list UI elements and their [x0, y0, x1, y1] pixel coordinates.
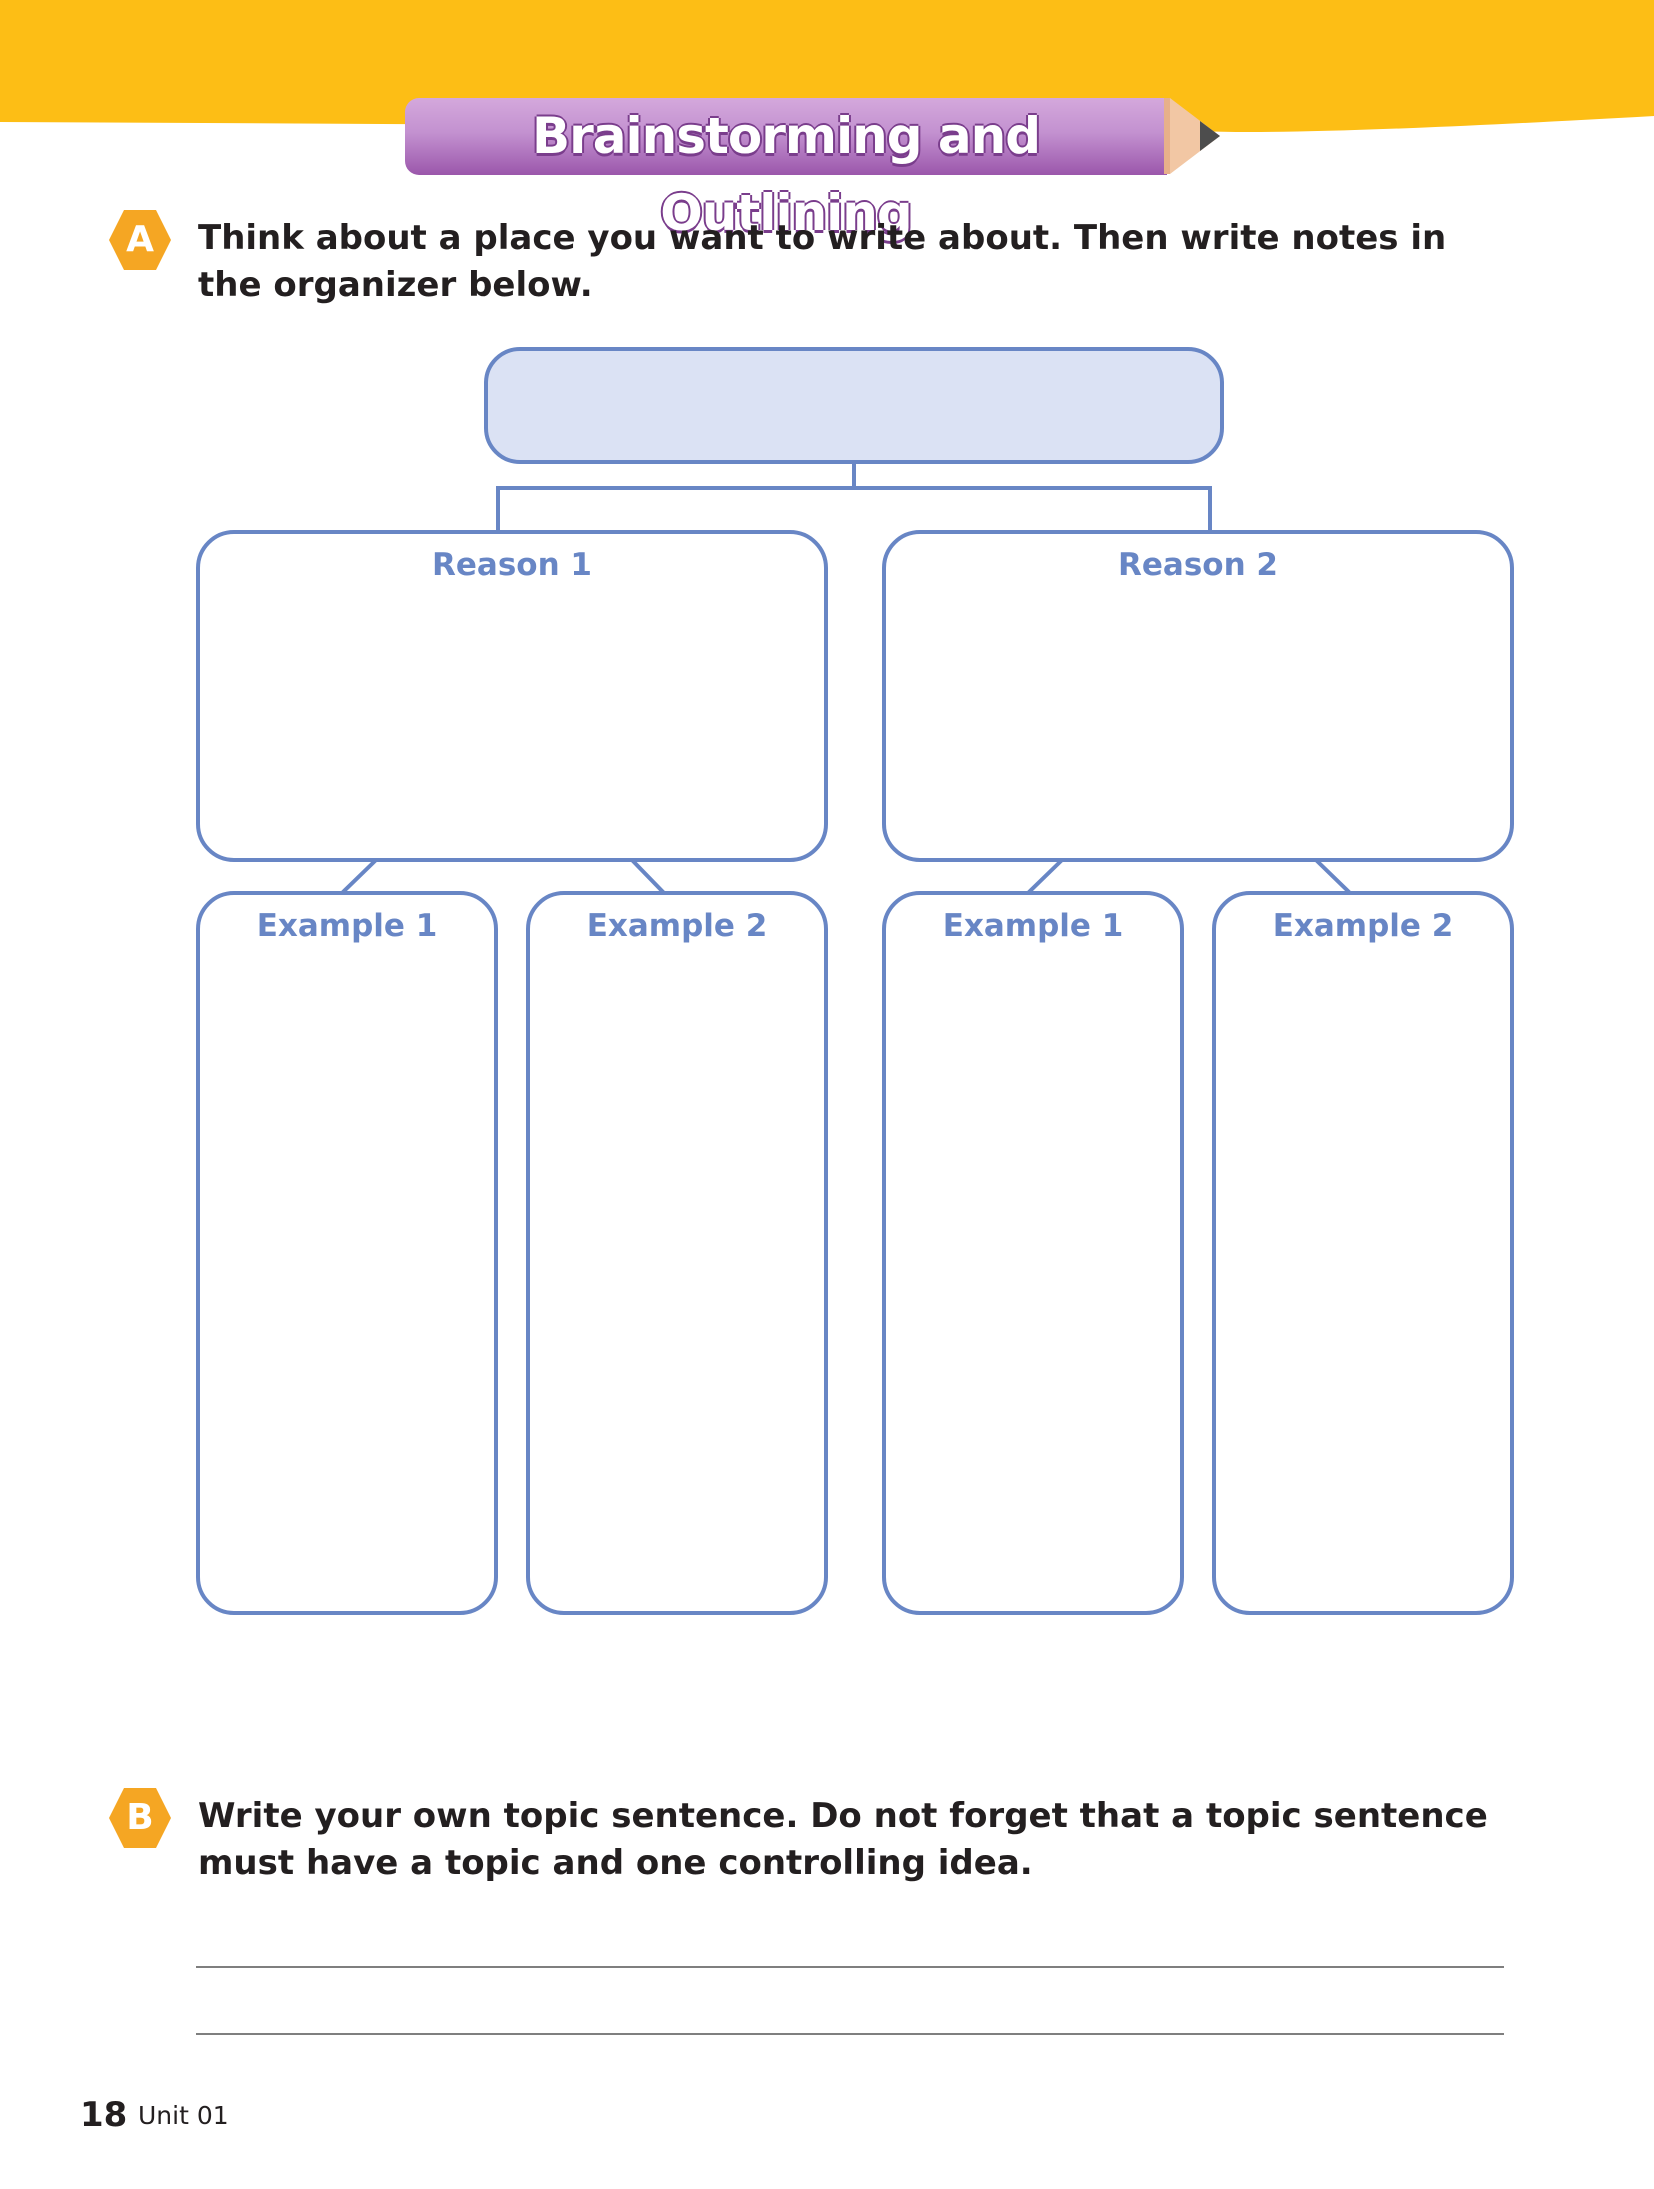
reason-1-label: Reason 1	[432, 547, 592, 583]
reason-1-example-1-box[interactable]	[196, 891, 498, 1615]
reason-2-example-1-box[interactable]	[882, 891, 1184, 1615]
title-banner	[405, 98, 1167, 175]
connector-topic-branches	[496, 486, 1212, 532]
pencil-tip-icon	[1164, 98, 1220, 174]
reason-1-box[interactable]	[196, 530, 828, 862]
reason-2-example-1-label: Example 1	[942, 908, 1124, 944]
section-a-hexagon-icon	[109, 210, 171, 270]
reason-2-label: Reason 2	[1118, 547, 1278, 583]
reason-2-example-2-box[interactable]	[1212, 891, 1514, 1615]
reason-2-box[interactable]	[882, 530, 1514, 862]
connector-r2-e2	[1314, 858, 1352, 895]
writing-line-2[interactable]	[196, 2033, 1504, 2035]
section-b-letter: B	[126, 1797, 154, 1838]
section-a-instruction: Think about a place you want to write ab…	[198, 218, 1447, 305]
topic-box[interactable]	[484, 347, 1224, 464]
unit-label: Unit 01	[138, 2101, 229, 2130]
connector-r2-e1	[1026, 858, 1064, 895]
reason-1-example-1-label: Example 1	[256, 908, 438, 944]
writing-line-1[interactable]	[196, 1966, 1504, 1968]
reason-1-example-2-box[interactable]	[526, 891, 828, 1615]
page-title: Brainstorming and Outlining	[531, 107, 1041, 242]
section-b-hexagon-icon	[109, 1788, 171, 1848]
connector-r1-e1	[340, 858, 378, 895]
connector-r1-e2	[630, 858, 666, 895]
section-a-letter: A	[126, 219, 154, 260]
page-number: 18	[80, 2095, 128, 2135]
reason-2-example-2-label: Example 2	[1272, 908, 1454, 944]
reason-1-example-2-label: Example 2	[586, 908, 768, 944]
section-b-instruction: Write your own topic sentence. Do not fo…	[198, 1796, 1488, 1883]
